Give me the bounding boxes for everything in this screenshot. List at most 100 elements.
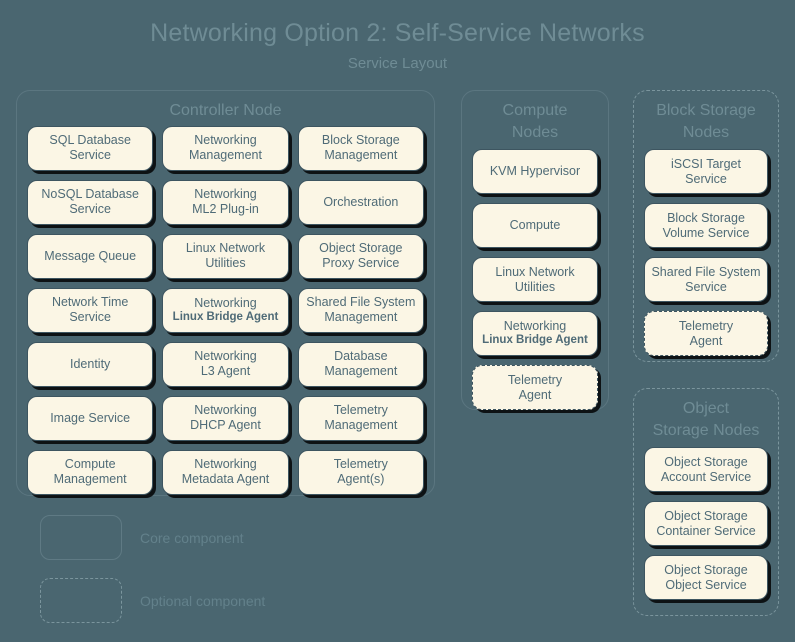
service-box-label-primary: Networking — [194, 187, 257, 202]
service-box-label-primary: Object Storage — [664, 562, 748, 577]
service-box-label-primary: Networking — [194, 349, 257, 364]
service-box-label-secondary: Management — [324, 364, 398, 379]
group-title-line: Storage Nodes — [652, 421, 760, 439]
service-box-label-secondary: Container Service — [656, 523, 756, 538]
group-title-line: Nodes — [682, 123, 730, 141]
service-box-label-primary: Telemetry — [678, 318, 734, 333]
group-title-line: Object — [682, 400, 730, 417]
service-box-label-secondary: Management — [324, 310, 398, 325]
service-box-label-secondary: Management — [324, 418, 398, 433]
group-title-controller-node: Controller Node — [169, 102, 282, 119]
service-box-label-primary: Compute — [509, 218, 561, 233]
service-box-label-primary: Image Service — [50, 410, 131, 425]
service-box-label-primary: Object Storage — [319, 241, 403, 256]
legend-swatch-optional — [40, 578, 122, 623]
service-box-label-primary: Object Storage — [664, 508, 748, 523]
service-box-label-secondary: Management — [324, 148, 398, 163]
service-box-label-primary: Telemetry — [333, 457, 388, 472]
service-box-label-primary: SQL Database — [49, 133, 131, 148]
service-box[interactable]: Identity — [27, 341, 154, 387]
service-box[interactable]: Image Service — [27, 395, 154, 441]
group-title-line: Nodes — [511, 123, 559, 141]
legend-swatch-core — [40, 515, 122, 560]
service-box-label-secondary: Agent — [689, 333, 723, 348]
service-box[interactable]: Message Queue — [27, 233, 154, 279]
group-title-line: Block Storage — [656, 102, 756, 119]
service-box-label-primary: Compute — [64, 457, 116, 472]
service-box-label-primary: KVM Hypervisor — [489, 164, 581, 179]
group-title-line: Compute — [502, 102, 568, 119]
service-box-label-secondary: Agent(s) — [337, 472, 385, 487]
service-box-label-primary: Telemetry — [333, 403, 388, 418]
service-box-label-secondary: Agent — [518, 387, 552, 402]
service-box[interactable]: Compute — [472, 203, 598, 249]
service-box-label-primary: Network Time — [51, 295, 129, 310]
service-box-label-secondary: Linux Bridge Agent — [172, 310, 279, 323]
legend-label-core: Core component — [140, 529, 244, 546]
service-box-label-secondary: Account Service — [660, 469, 752, 484]
service-box-label-primary: Networking — [194, 133, 257, 148]
service-box-label-primary: Networking — [503, 319, 567, 334]
service-box-label-secondary: Service — [69, 148, 111, 163]
legend-label-optional: Optional component — [140, 592, 266, 609]
page-title: Networking Option 2: Self-Service Networ… — [150, 19, 645, 47]
service-box-label-primary: Linux Network — [185, 241, 266, 256]
service-box-label-primary: Networking — [194, 403, 257, 418]
service-box-label-primary: Object Storage — [664, 454, 748, 469]
service-box-label-primary: Networking — [194, 295, 257, 310]
service-box-label-secondary: Utilities — [514, 279, 556, 294]
service-box-label-primary: Linux Network — [495, 264, 575, 279]
service-box-label-secondary: Management — [189, 148, 262, 163]
service-box-label-primary: Telemetry — [507, 372, 563, 387]
service-box-label-primary: Identity — [70, 356, 111, 371]
service-box-label-primary: Networking — [194, 457, 257, 472]
service-box-label-primary: iSCSI Target — [671, 156, 741, 171]
service-box-label-secondary: Service — [69, 202, 111, 217]
diagram-header: Networking Option 2: Self-Service Networ… — [0, 0, 795, 71]
service-box[interactable]: KVM Hypervisor — [472, 149, 598, 195]
service-box-label-primary: Message Queue — [44, 248, 137, 263]
service-box-label-secondary: Linux Bridge Agent — [482, 334, 588, 347]
service-box-label-secondary: Service — [685, 171, 727, 186]
service-box[interactable]: Orchestration — [297, 179, 424, 225]
service-box-label-primary: Shared File System — [306, 295, 416, 310]
service-box-label-secondary: DHCP Agent — [190, 418, 261, 433]
